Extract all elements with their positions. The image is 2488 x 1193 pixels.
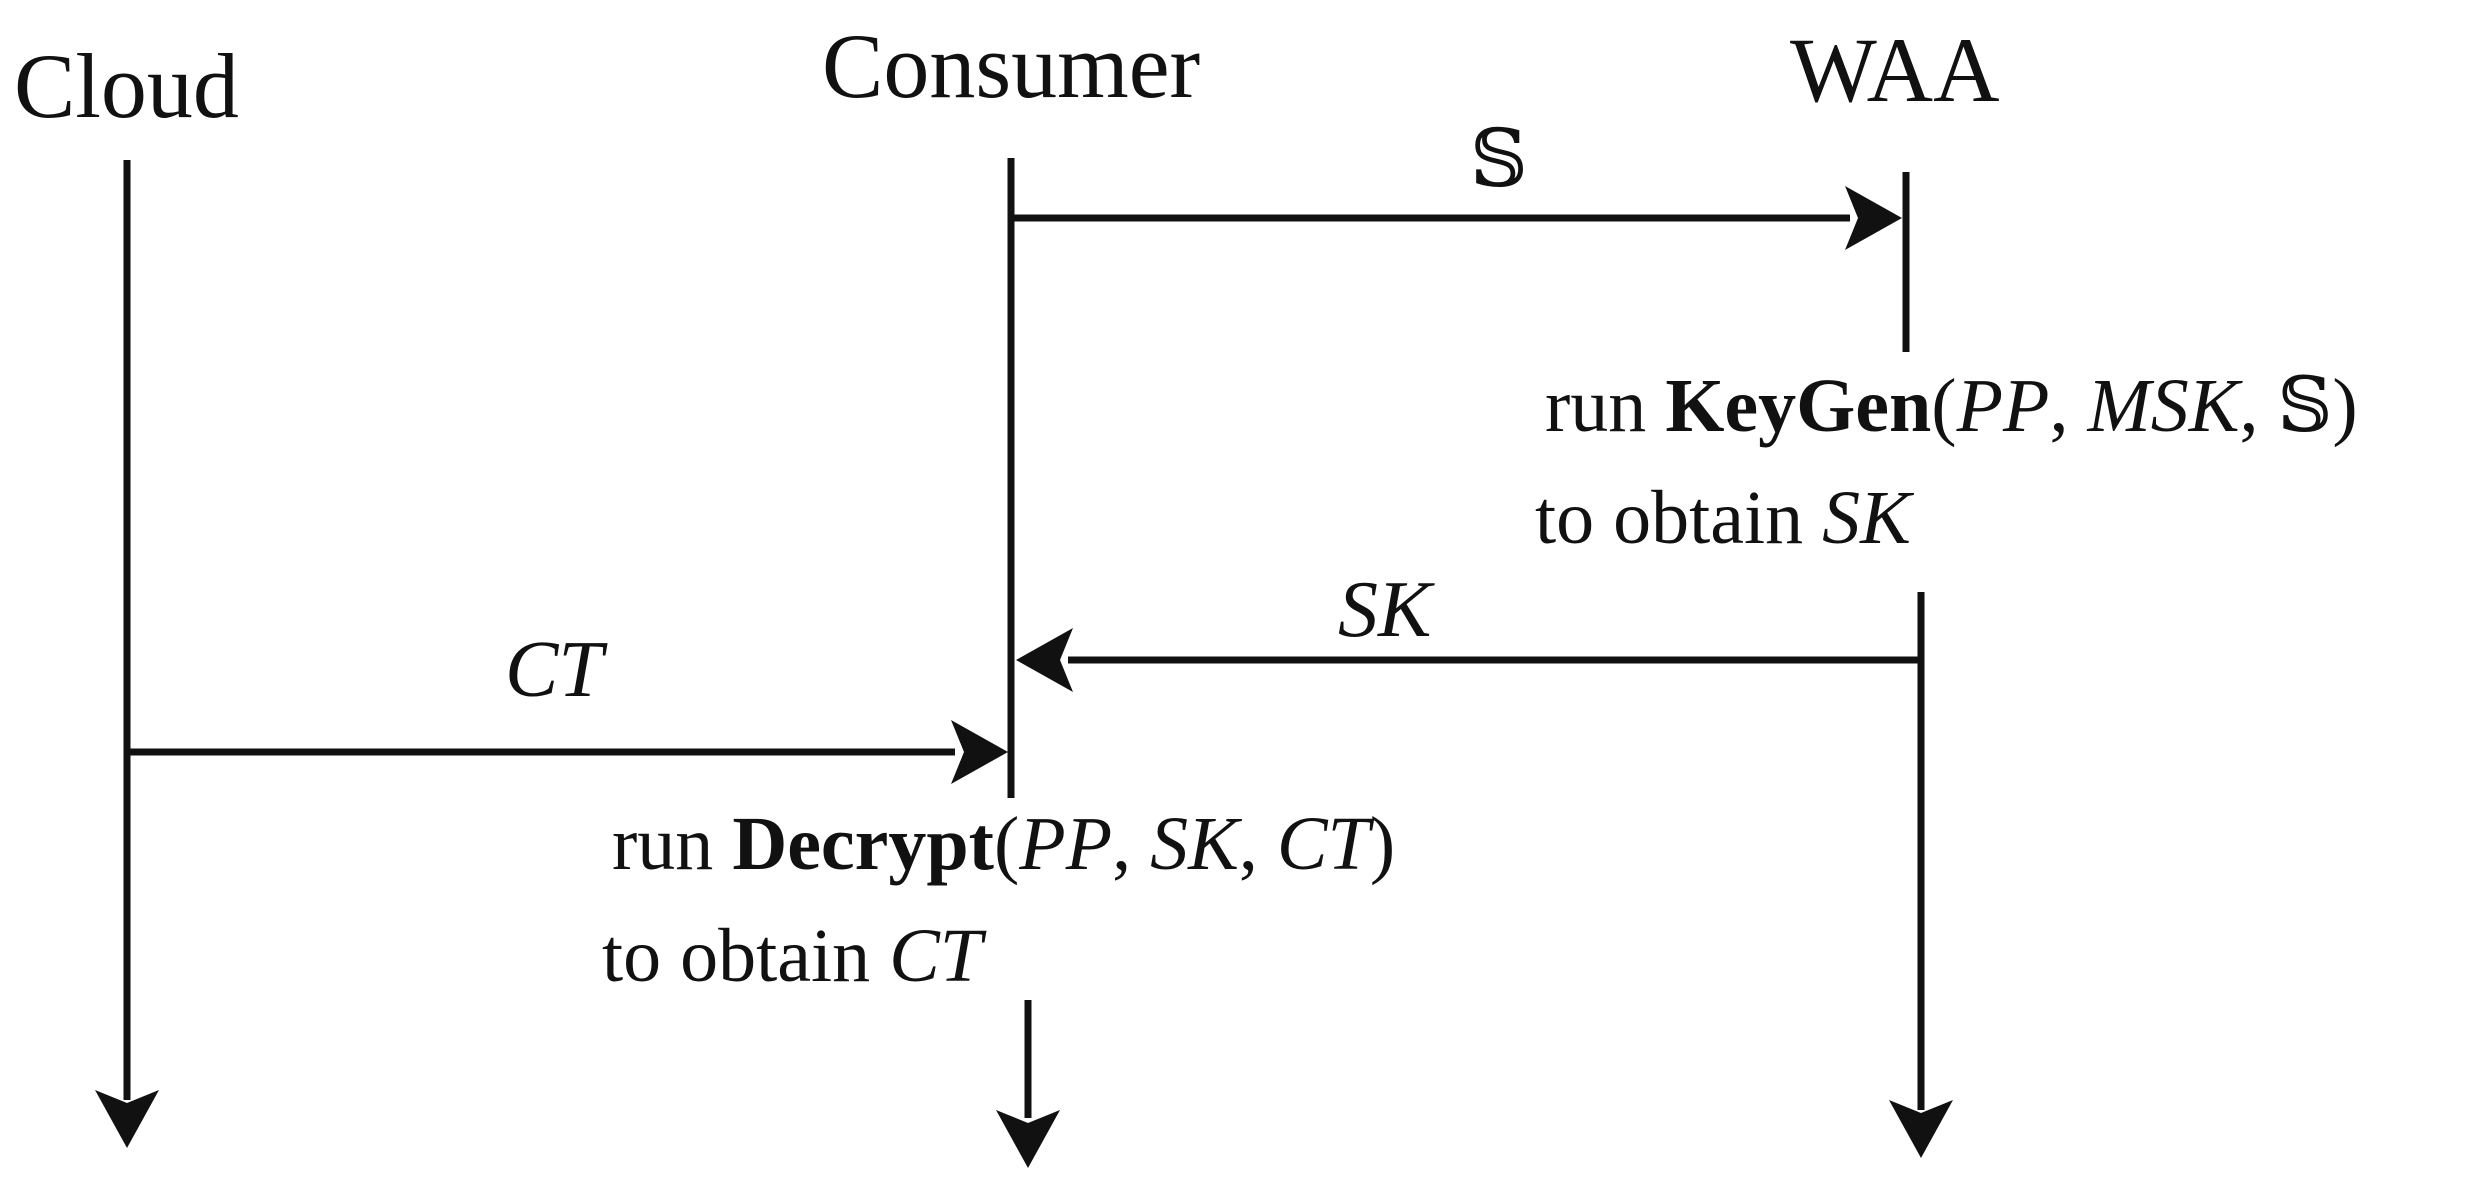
note-keygen-sep2: , <box>2239 364 2278 448</box>
note-decrypt-line2: to obtain CT <box>602 918 982 994</box>
note-keygen-line2: to obtain SK <box>1535 480 1911 556</box>
note-decrypt-open: ( <box>993 802 1020 886</box>
note-decrypt-func: Decrypt <box>732 802 994 886</box>
actor-waa: WAA <box>1790 19 2000 121</box>
actor-cloud: Cloud <box>14 35 239 137</box>
note-keygen-func: KeyGen <box>1665 364 1932 448</box>
note-decrypt-run: run <box>612 802 714 886</box>
note-keygen-arg-msk: MSK <box>2087 364 2240 448</box>
note-decrypt-close: ) <box>1369 802 1396 886</box>
note-keygen-arg-pp: PP <box>1956 364 2050 448</box>
arrowhead-cloud-to-consumer <box>951 720 1008 784</box>
note-decrypt-line1: run Decrypt(PP, SK, CT) <box>612 806 1395 882</box>
note-keygen-arg-s: 𝕊 <box>2277 364 2333 448</box>
message-label-ct: CT <box>505 626 603 714</box>
note-keygen-run: run <box>1545 364 1647 448</box>
arrowhead-consumer-to-waa <box>1845 186 1902 250</box>
note-keygen-line1: run KeyGen(PP, MSK, 𝕊) <box>1545 368 2358 444</box>
actor-consumer: Consumer <box>822 15 1201 117</box>
arrowhead-cloud-lifeline-end <box>95 1090 159 1148</box>
note-decrypt-sep2: , <box>1238 802 1277 886</box>
message-label-sk: SK <box>1338 566 1432 654</box>
arrowhead-consumer-lifeline-end <box>996 1110 1060 1168</box>
note-decrypt-sep1: , <box>1112 802 1151 886</box>
note-keygen-sep1: , <box>2049 364 2088 448</box>
arrowhead-waa-to-consumer <box>1016 628 1073 692</box>
note-keygen-open: ( <box>1931 364 1957 448</box>
note-decrypt-arg-ct: CT <box>1276 802 1370 886</box>
note-keygen-close: ) <box>2332 364 2358 448</box>
note-decrypt-obtain: to obtain <box>602 914 871 998</box>
note-decrypt-arg-sk: SK <box>1150 802 1239 886</box>
arrowhead-waa-lifeline-end <box>1889 1100 1953 1158</box>
note-keygen-result: SK <box>1822 476 1911 560</box>
note-keygen-obtain: to obtain <box>1535 476 1804 560</box>
message-label-s: 𝕊 <box>1470 116 1528 204</box>
note-decrypt-result: CT <box>889 914 983 998</box>
note-decrypt-arg-pp: PP <box>1019 802 1113 886</box>
